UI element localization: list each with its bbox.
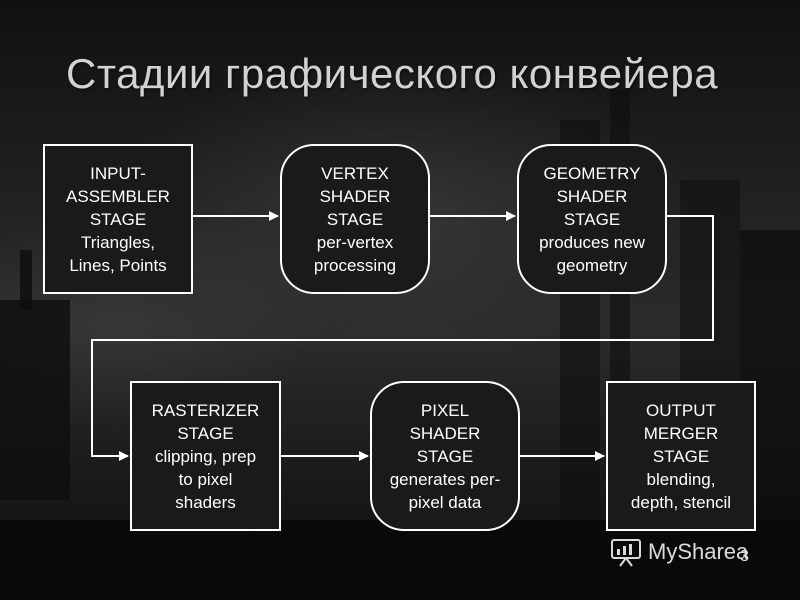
stage-text: generates per-: [389, 469, 501, 489]
stage-text: processing: [313, 255, 397, 275]
stage-text: STAGE: [416, 446, 474, 466]
stage-pixel-shader: PIXEL SHADER STAGE generates per- pixel …: [370, 381, 520, 531]
stage-text: OUTPUT: [646, 400, 716, 420]
stage-text: Triangles,: [80, 232, 155, 252]
stage-text: pixel data: [408, 492, 482, 512]
presentation-icon: [611, 539, 641, 567]
stage-text: STAGE: [177, 423, 234, 443]
stage-text: STAGE: [563, 209, 621, 229]
stage-text: produces new: [539, 232, 645, 252]
stage-output-merger: OUTPUT MERGER STAGE blending, depth, ste…: [606, 381, 756, 531]
stage-text: geometry: [556, 255, 628, 275]
stage-text: SHADER: [319, 186, 391, 206]
slide-title: Стадии графического конвейера: [66, 50, 719, 97]
watermark-logo: MySharea: [610, 536, 748, 568]
stage-rasterizer: RASTERIZER STAGE clipping, prep to pixel…: [130, 381, 281, 531]
stage-text: PIXEL: [420, 400, 470, 420]
stage-text: INPUT-: [90, 163, 146, 183]
stage-text: per-vertex: [316, 232, 394, 252]
stage-text: SHADER: [409, 423, 481, 443]
stage-text: to pixel: [178, 469, 233, 489]
stage-text: SHADER: [556, 186, 628, 206]
stage-text: blending,: [646, 469, 716, 489]
stage-text: STAGE: [652, 446, 710, 466]
stage-text: depth, stencil: [630, 492, 732, 512]
stage-text: MERGER: [643, 423, 719, 443]
stage-geometry-shader: GEOMETRY SHADER STAGE produces new geome…: [517, 144, 667, 294]
stage-text: STAGE: [326, 209, 384, 229]
stage-input-assembler: INPUT- ASSEMBLER STAGE Triangles, Lines,…: [43, 144, 193, 294]
watermark-text: MySharea: [648, 539, 749, 564]
stage-text: ASSEMBLER: [66, 186, 170, 206]
stage-text: RASTERIZER: [151, 400, 260, 420]
arrow-geometry-to-rasterizer: [91, 215, 714, 461]
stage-text: Lines, Points: [69, 255, 167, 275]
stage-text: VERTEX: [321, 163, 389, 183]
stage-text: shaders: [175, 492, 236, 512]
stage-text: GEOMETRY: [543, 163, 641, 183]
stage-text: STAGE: [89, 209, 147, 229]
stage-text: clipping, prep: [154, 446, 257, 466]
slide-page-number: 3: [740, 548, 749, 565]
stage-vertex-shader: VERTEX SHADER STAGE per-vertex processin…: [280, 144, 430, 294]
